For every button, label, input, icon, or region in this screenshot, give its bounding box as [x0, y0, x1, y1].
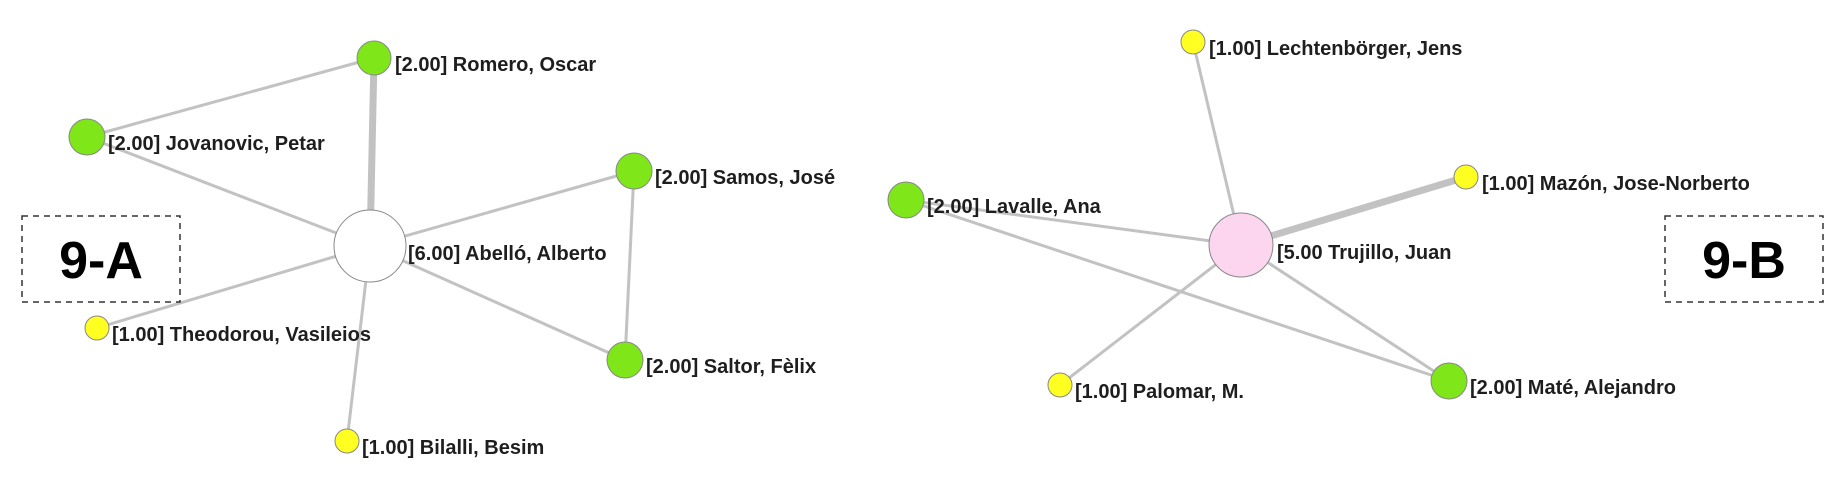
node-label-jovanovic: [2.00] Jovanovic, Petar	[108, 133, 325, 155]
panel-9b-title: 9-B	[1702, 232, 1786, 290]
panel-label-9a: 9-A	[21, 215, 181, 303]
edge-trujillo-palomar	[1058, 243, 1243, 387]
node-lavalle	[887, 181, 925, 219]
node-label-samos: [2.00] Samos, José	[655, 167, 835, 189]
node-mazon	[1453, 164, 1479, 190]
node-label-saltor: [2.00] Saltor, Fèlix	[646, 356, 816, 378]
node-label-lavalle: [2.00] Lavalle, Ana	[927, 196, 1102, 218]
edge-lavalle-mate	[904, 198, 1451, 383]
edge-samos-saltor	[623, 169, 636, 362]
edge-abello-theodorou	[95, 244, 372, 330]
node-trujillo	[1208, 212, 1274, 278]
node-label-romero: [2.00] Romero, Oscar	[395, 54, 596, 76]
panel-9a-title: 9-A	[59, 232, 143, 290]
node-bilalli	[334, 428, 360, 454]
panel-9b-dashed-box	[1664, 215, 1824, 303]
edge-romero-jovanovic	[85, 56, 376, 139]
panel-label-9b: 9-B	[1664, 215, 1824, 303]
panel-9a-dashed-box	[21, 215, 181, 303]
node-mate	[1430, 362, 1468, 400]
node-lechtenborger	[1180, 29, 1206, 55]
node-label-abello: [6.00] Abelló, Alberto	[408, 243, 607, 265]
edge-abello-samos	[368, 169, 636, 248]
node-abello	[333, 209, 407, 283]
edge-trujillo-mazon	[1237, 173, 1470, 249]
edge-abello-jovanovic	[85, 135, 372, 248]
node-label-theodorou: [1.00] Theodorou, Vasileios	[112, 324, 371, 346]
labels-layer: [6.00] Abelló, Alberto [2.00] Romero, Osc…	[108, 38, 1750, 459]
node-label-mazon: [1.00] Mazón, Jose-Norberto	[1482, 173, 1750, 195]
node-label-palomar: [1.00] Palomar, M.	[1075, 381, 1244, 403]
node-label-trujillo: [5.00 Trujillo, Juan	[1277, 242, 1452, 264]
node-theodorou	[84, 315, 110, 341]
edge-abello-saltor	[368, 244, 627, 362]
node-romero	[356, 40, 392, 76]
edge-trujillo-lechtenborger	[1191, 40, 1243, 247]
node-label-lechtenborger: [1.00] Lechtenbörger, Jens	[1209, 38, 1462, 60]
edge-trujillo-lavalle	[904, 198, 1243, 247]
node-jovanovic	[68, 118, 106, 156]
node-saltor	[606, 341, 644, 379]
edge-trujillo-mate	[1239, 243, 1451, 383]
node-label-mate: [2.00] Maté, Alejandro	[1470, 377, 1676, 399]
node-samos	[615, 152, 653, 190]
node-palomar	[1047, 372, 1073, 398]
nodes-layer	[68, 29, 1479, 454]
node-label-bilalli: [1.00] Bilalli, Besim	[362, 437, 544, 459]
